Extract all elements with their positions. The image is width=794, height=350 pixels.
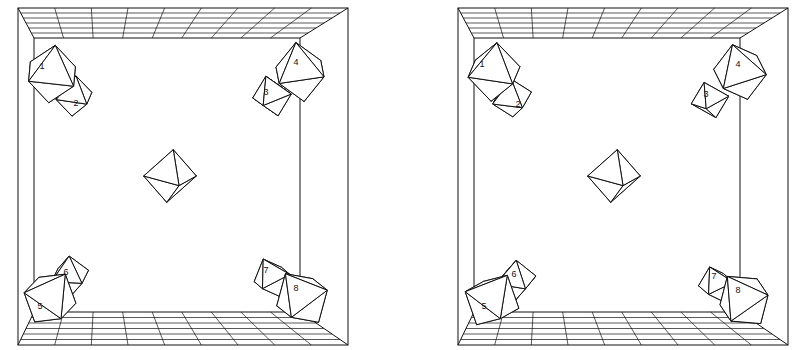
callout-number: 1 — [39, 62, 44, 71]
callout-number: 4 — [293, 58, 298, 67]
callout-number: 2 — [515, 100, 520, 109]
callout-number: 8 — [293, 284, 298, 293]
hatching — [461, 8, 780, 345]
callout-number: 6 — [63, 268, 68, 277]
callout-number: 7 — [263, 266, 268, 275]
octahedron — [277, 274, 327, 323]
callout-number: 7 — [711, 272, 716, 281]
hatching — [21, 8, 340, 345]
callout-number: 3 — [263, 88, 268, 97]
box-frame — [18, 8, 348, 345]
callout-number: 8 — [735, 286, 740, 295]
octahedron — [720, 276, 768, 323]
octahedron — [714, 45, 767, 100]
callout-number: 6 — [511, 270, 516, 279]
callout-number: 3 — [703, 90, 708, 99]
octahedron — [144, 150, 197, 203]
octahedron — [465, 275, 519, 324]
callout-number: 5 — [481, 302, 486, 311]
callout-number: 2 — [73, 99, 78, 108]
octahedron — [276, 43, 324, 102]
octahedron — [468, 43, 520, 101]
box-frame — [458, 8, 788, 345]
callout-number: 1 — [479, 60, 484, 69]
octahedron — [29, 45, 76, 102]
octahedron — [24, 274, 76, 322]
callout-number: 4 — [735, 60, 740, 69]
octahedron — [588, 150, 641, 203]
callout-number: 5 — [37, 302, 42, 311]
